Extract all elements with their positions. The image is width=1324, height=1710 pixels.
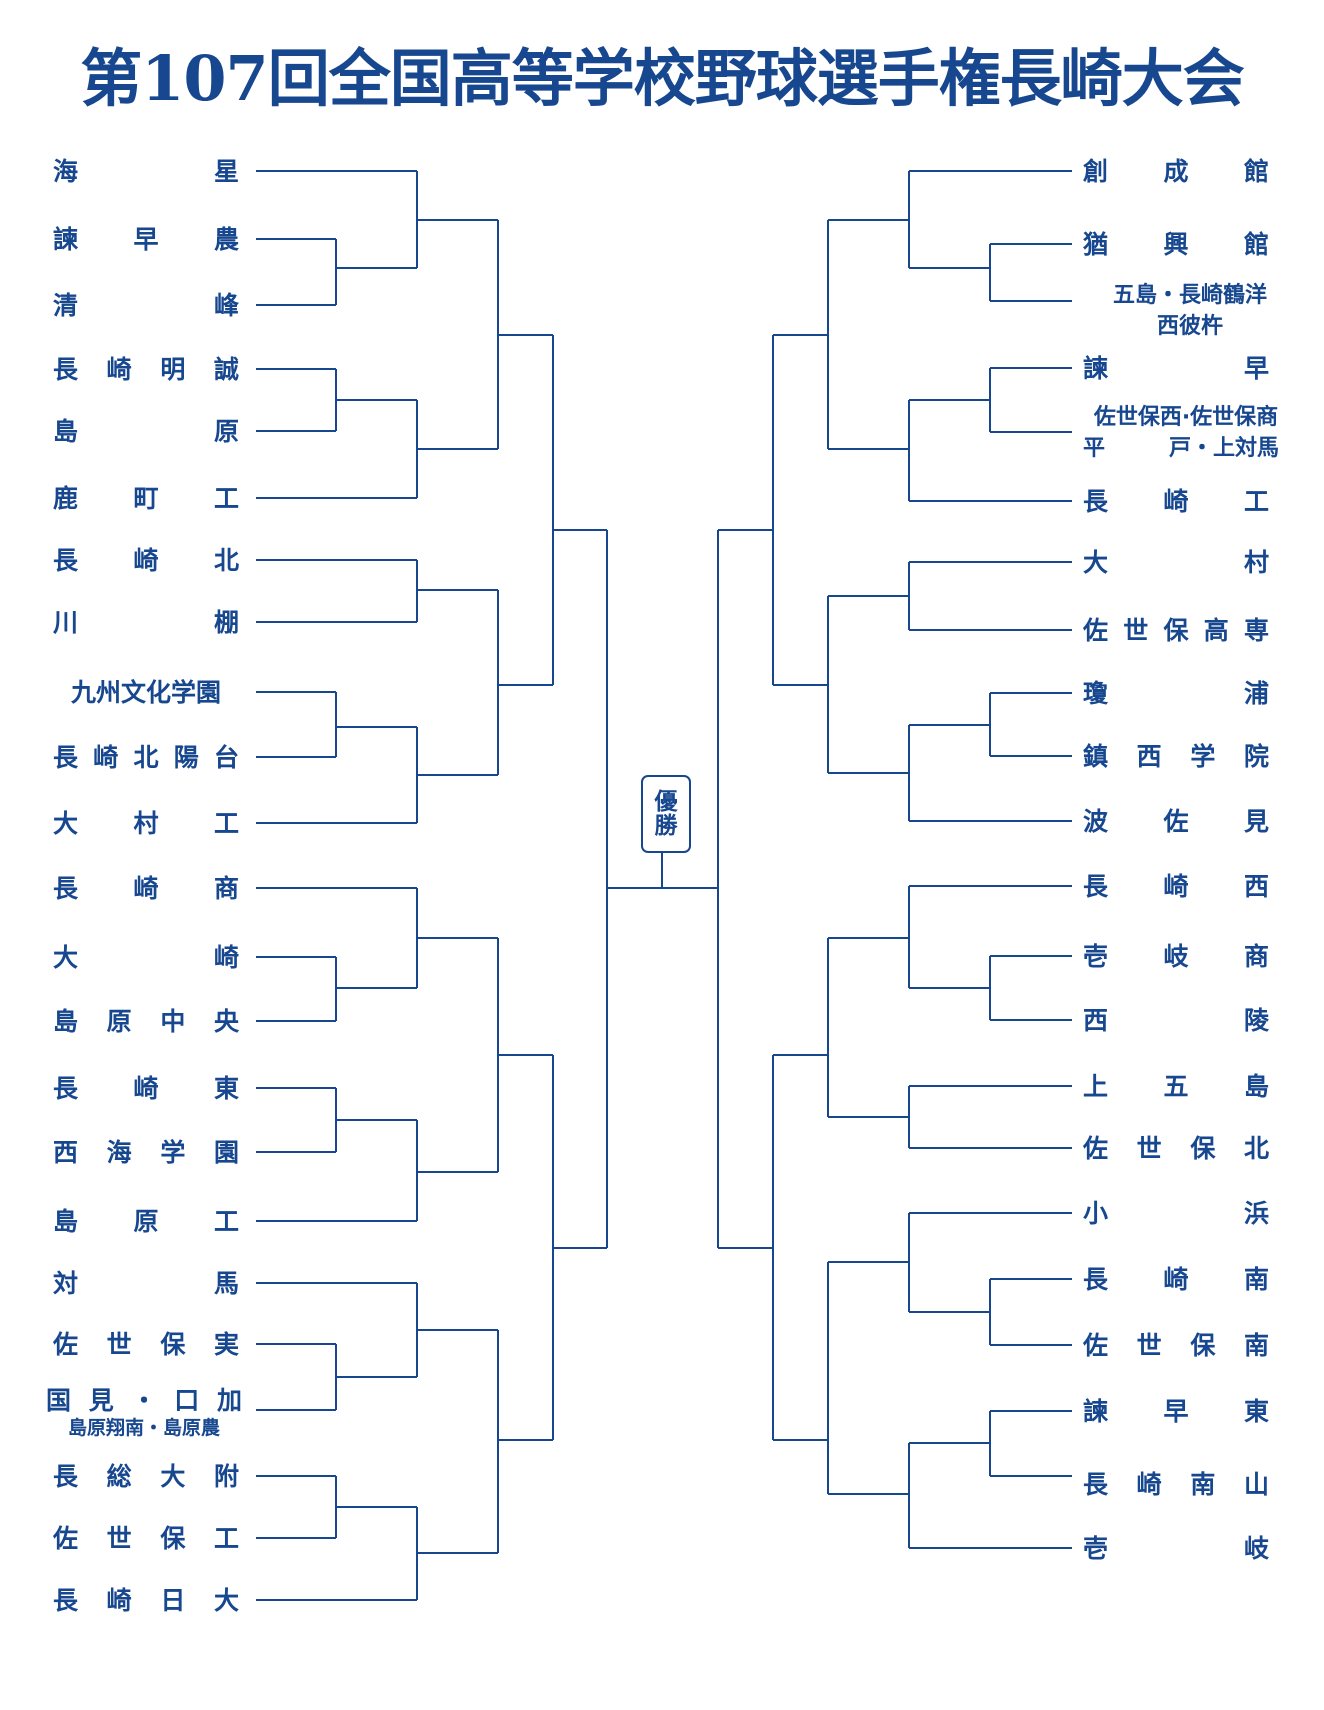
right-team-20: 佐世保南 (1083, 1330, 1269, 1360)
right-team-3: 西彼杵 (1156, 314, 1223, 339)
left-team-19: 国見・口加 (46, 1385, 242, 1415)
left-team-7: 川棚 (53, 607, 239, 637)
right-team-8: 大村 (1083, 547, 1269, 577)
right-team-13: 長崎西 (1083, 871, 1269, 901)
right-team-4: 諫早 (1083, 353, 1269, 383)
left-team-20: 島原翔南・島原農 (67, 1416, 220, 1439)
right-team-6: 平戸・上対馬 (1083, 436, 1279, 461)
page-title: 第107回全国高等学校野球選手権長崎大会 (80, 42, 1244, 115)
left-team-1: 諫早農 (53, 224, 239, 254)
right-team-0: 創成館 (1083, 156, 1269, 186)
right-team-21: 諫早東 (1083, 1396, 1269, 1426)
left-team-8: 九州文化学園 (70, 677, 221, 707)
left-team-12: 大崎 (53, 942, 239, 972)
right-team-22: 長崎南山 (1083, 1469, 1269, 1499)
left-team-5: 鹿町工 (53, 483, 239, 513)
left-team-10: 大村工 (53, 808, 239, 838)
right-team-1: 猶興館 (1083, 229, 1269, 259)
left-team-13: 島原中央 (53, 1006, 239, 1036)
right-team-12: 波佐見 (1083, 806, 1269, 836)
left-team-23: 長崎日大 (53, 1585, 239, 1615)
right-team-5: 佐世保西·佐世保商 (1093, 405, 1279, 430)
left-team-0: 海星 (53, 156, 239, 186)
right-team-15: 西陵 (1083, 1005, 1269, 1035)
left-team-15: 西海学園 (53, 1137, 239, 1167)
right-team-2: 五島・長崎鶴洋 (1112, 283, 1267, 308)
left-team-3: 長崎明誠 (53, 354, 239, 384)
champion-label-2: 勝 (654, 813, 678, 839)
champion-label-1: 優 (654, 788, 678, 815)
left-team-4: 島原 (53, 416, 239, 446)
right-team-7: 長崎工 (1083, 486, 1269, 516)
right-team-17: 佐世保北 (1083, 1133, 1269, 1163)
right-team-19: 長崎南 (1083, 1264, 1269, 1294)
right-team-11: 鎮西学院 (1083, 741, 1269, 771)
left-team-6: 長崎北 (53, 545, 239, 575)
right-team-16: 上五島 (1083, 1071, 1269, 1101)
champion-box: 優 勝 (641, 775, 691, 853)
left-team-21: 長総大附 (53, 1461, 239, 1491)
left-team-16: 島原工 (53, 1206, 239, 1236)
right-team-14: 壱岐商 (1083, 941, 1269, 971)
left-team-22: 佐世保工 (53, 1523, 239, 1553)
left-team-11: 長崎商 (53, 873, 239, 903)
left-team-17: 対馬 (53, 1268, 239, 1298)
right-team-10: 瓊浦 (1083, 678, 1269, 708)
left-team-18: 佐世保実 (53, 1329, 239, 1359)
right-team-23: 壱岐 (1083, 1533, 1269, 1563)
right-team-9: 佐世保高専 (1083, 615, 1269, 645)
right-team-18: 小浜 (1083, 1198, 1269, 1228)
left-team-9: 長崎北陽台 (53, 742, 239, 772)
left-team-14: 長崎東 (53, 1073, 239, 1103)
left-team-2: 清峰 (53, 290, 239, 320)
